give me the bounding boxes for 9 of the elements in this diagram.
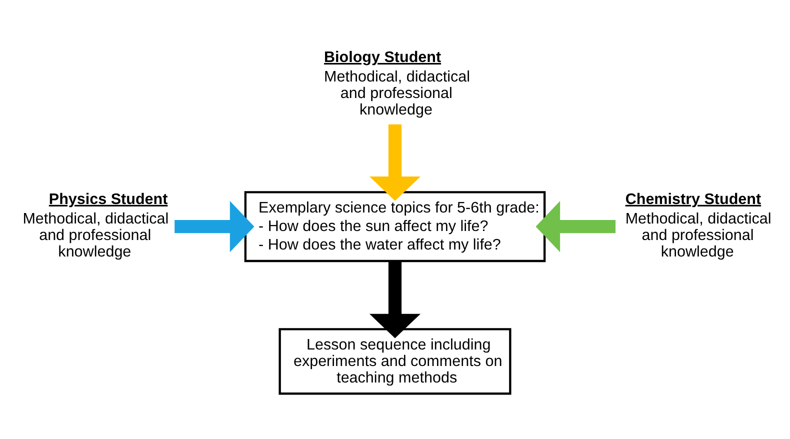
node-text: Biology Student Methodical, didactical and professional knowledge bbox=[324, 48, 470, 118]
node-text: Physics Student Methodical, didactical and professional knowledge bbox=[22, 190, 169, 260]
arrow bbox=[536, 201, 616, 252]
node-box: Exemplary science topics for 5-6th grade: - How does the sun affect my life? - How does the water affect my life? bbox=[244, 191, 546, 262]
arrow bbox=[369, 261, 421, 338]
arrow bbox=[369, 124, 421, 201]
node-box: Lesson sequence including experiments and comments on teaching methods bbox=[278, 328, 512, 395]
node-text: Chemistry Student Methodical, didactical and professional knowledge bbox=[625, 190, 772, 260]
arrow bbox=[174, 201, 254, 252]
